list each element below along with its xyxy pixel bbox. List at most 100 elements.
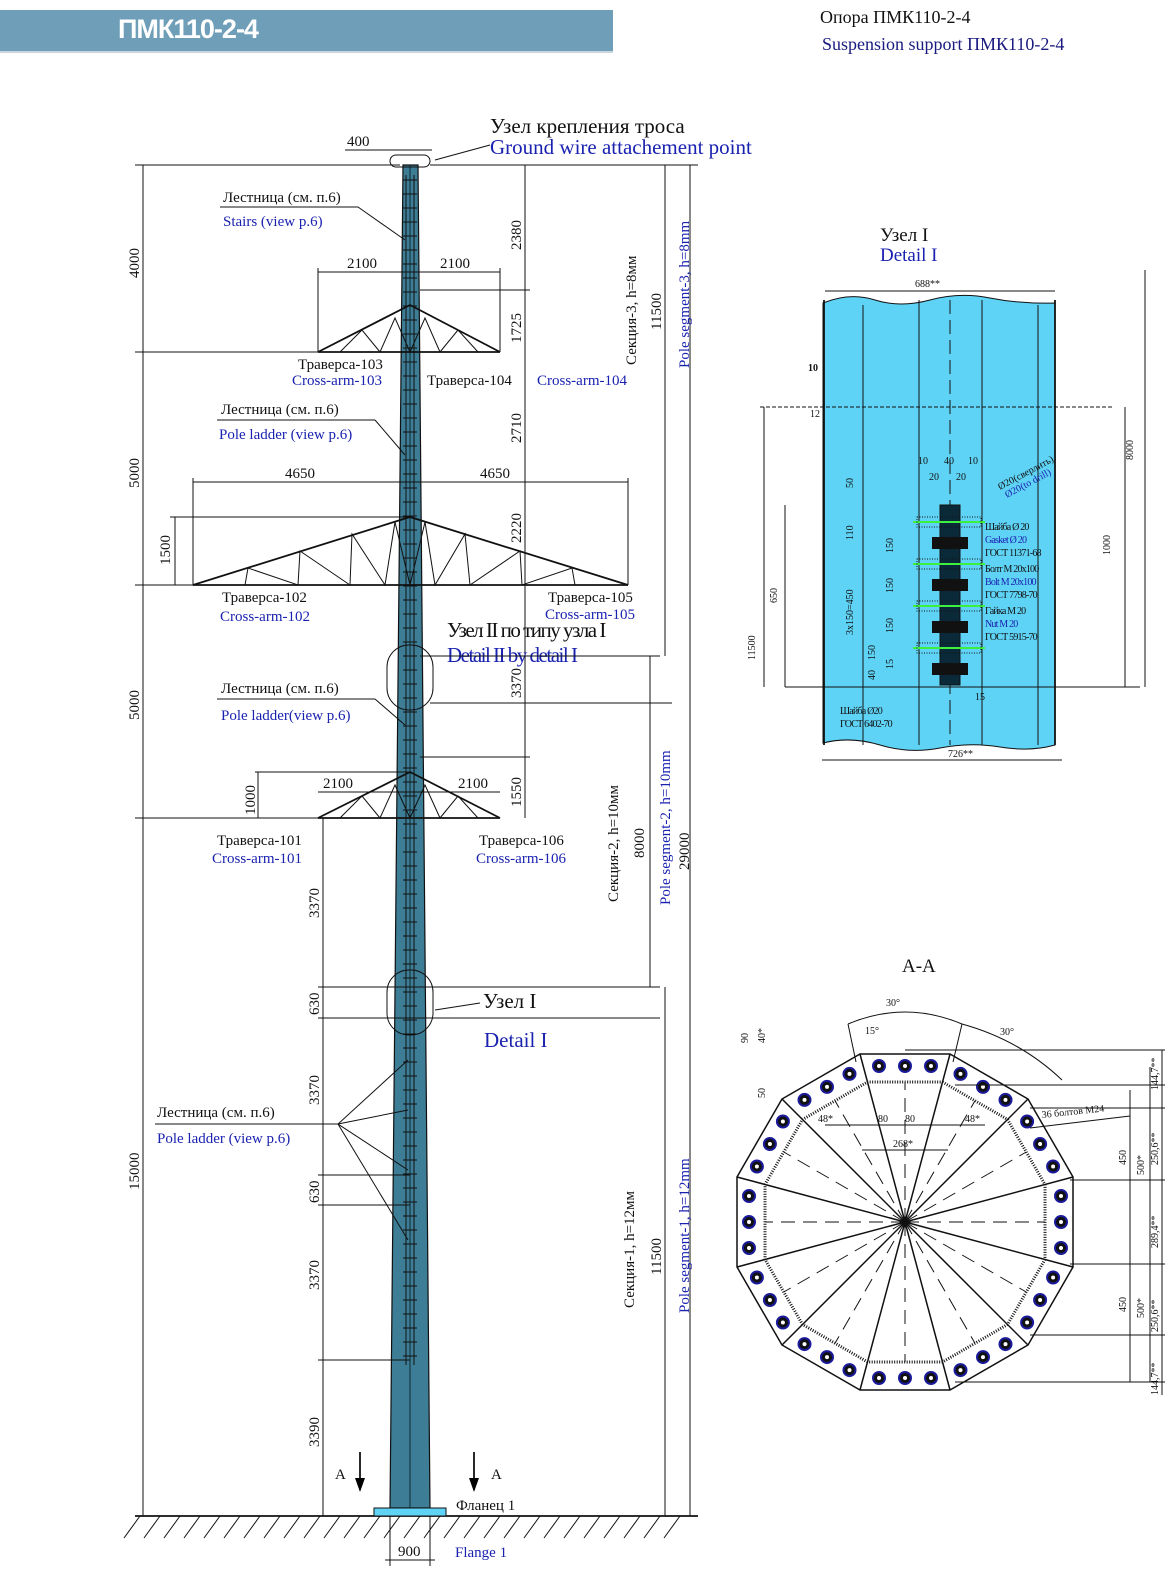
ladder-label-4-en: Pole ladder (view p.6): [157, 1131, 290, 1147]
bolt-hole: [1059, 1246, 1063, 1250]
nut-label-ru: Гайка М 20: [985, 606, 1026, 617]
ground-wire-clamp: [389, 154, 431, 168]
detail-dim-150d: 150: [867, 645, 878, 660]
detail-dim-650: 650: [769, 588, 780, 603]
section-1-length: 11500: [649, 1238, 665, 1275]
segment-joint: [904, 1221, 1074, 1268]
detail-title-en: Detail I: [880, 245, 938, 266]
dim-250-top: 250,6**: [1150, 1133, 1161, 1166]
bolt-head: [932, 579, 968, 591]
dim-lower-1: 630: [307, 993, 323, 1016]
bolt-hole: [767, 1298, 772, 1302]
dim-arm-top-left: 2100: [347, 256, 377, 272]
detail-pitch: 3x150=450: [845, 589, 856, 635]
detail-dim-50: 50: [845, 478, 856, 488]
base-width: 900: [398, 1544, 421, 1560]
hatch-mark: [643, 1515, 661, 1539]
bolt-hole: [929, 1376, 933, 1380]
gasket-label-en: Gasket Ø 20: [985, 535, 1027, 546]
ladder-label-2-ru: Лестница (см. п.6): [221, 402, 339, 418]
center-line: [904, 1221, 976, 1344]
model-badge-label: ПМК110-2-4: [118, 14, 259, 44]
hatch-mark: [163, 1515, 181, 1539]
bolt-hole: [1051, 1164, 1056, 1169]
model-badge: ПМК110-2-4: [0, 10, 613, 53]
center-line: [834, 1221, 906, 1344]
dim-arm-low-height: 1000: [243, 785, 259, 815]
ladder-label-4-ru: Лестница (см. п.6): [157, 1105, 275, 1121]
bolt-hole: [780, 1320, 785, 1325]
detail-dim-10: 10: [808, 363, 818, 374]
bolt-hole: [1025, 1119, 1030, 1124]
dim-arm-low-left: 2100: [323, 776, 353, 792]
cross-arm-102-ru: Траверса-102: [222, 590, 307, 606]
section-a-a-view: A-A 30° 30° 15° 90 40* 50 48* 80 80 48* …: [736, 956, 1165, 1395]
hatch-mark: [303, 1515, 321, 1539]
gasket-label-ru: Шайба Ø 20: [985, 522, 1029, 533]
segment-joint: [859, 1221, 906, 1391]
center-line: [834, 1100, 906, 1223]
section-3-length: 11500: [649, 293, 665, 330]
hatch-mark: [503, 1515, 521, 1539]
hatch-mark: [263, 1515, 281, 1539]
segment-joint: [904, 1221, 951, 1391]
bolt-head: [932, 663, 968, 675]
center-line: [904, 1221, 1027, 1293]
hatch-mark: [603, 1515, 621, 1539]
center-line: [783, 1151, 906, 1223]
bolt-hole: [825, 1355, 829, 1360]
bolt-hole: [929, 1064, 933, 1068]
bolt-hole: [1059, 1220, 1063, 1224]
dim-arm-mid-height: 1500: [158, 535, 174, 565]
cross-arm-103-en: Cross-arm-103: [292, 373, 382, 389]
bolt-hole: [802, 1342, 807, 1347]
hatch-mark: [583, 1515, 601, 1539]
segment-joint: [781, 1221, 906, 1346]
detail-dim-40b: 40: [867, 670, 878, 680]
nut-label-en: Nut M 20: [985, 619, 1018, 630]
bolt-hole: [1038, 1298, 1043, 1302]
bolt-hole: [877, 1064, 881, 1068]
leader-line: [434, 144, 491, 161]
bolt-label-ru: Болт М 20х100: [985, 564, 1039, 575]
section-2-label-en: Pole segment-2, h=10mm: [658, 750, 674, 905]
hatch-mark: [343, 1515, 361, 1539]
dim-center-2: 2710: [509, 413, 525, 443]
dim-center-1: 1725: [509, 313, 525, 343]
detail-title-ru: Узел I: [880, 225, 928, 246]
detail-dim-40: 40: [944, 456, 954, 467]
washer-standard: ГОСТ 6402-70: [840, 719, 893, 730]
hatch-mark: [243, 1515, 261, 1539]
nut-teeth: [916, 600, 982, 612]
bolt-hole: [958, 1368, 963, 1373]
flange-label-ru: Фланец 1: [456, 1498, 515, 1514]
ground-hatch: [123, 1515, 681, 1539]
hatch-mark: [383, 1515, 401, 1539]
bolt-hole: [1059, 1194, 1063, 1198]
detail-dim-11500: 11500: [747, 635, 758, 660]
hatch-mark: [563, 1515, 581, 1539]
hatch-mark: [443, 1515, 461, 1539]
segment-joint: [859, 1053, 906, 1223]
center-line: [904, 1151, 1027, 1223]
hatch-mark: [663, 1515, 681, 1539]
hatch-mark: [123, 1515, 141, 1539]
section-dims-right: [905, 1049, 1165, 1395]
dim-left-1: 5000: [127, 458, 143, 488]
bolt-hole: [981, 1355, 985, 1360]
hatch-mark: [523, 1515, 541, 1539]
dim-500-bottom: 500*: [1136, 1298, 1147, 1318]
bolt-hole: [767, 1142, 772, 1146]
detail-1-label-ru: Узел I: [483, 989, 536, 1013]
cross-arm-101-en: Cross-arm-101: [212, 851, 302, 867]
bolt-hole: [1038, 1142, 1043, 1146]
dim-center-4: 3370: [509, 668, 525, 698]
bolt-hole: [1051, 1275, 1056, 1280]
segment-joint: [904, 1176, 1074, 1223]
dim-top-width: 400: [347, 134, 370, 150]
ground-wire-label-en: Ground wire attachement point: [490, 135, 752, 159]
cross-arm-101-ru: Траверса-101: [217, 833, 302, 849]
dim-48-left: 48*: [818, 1114, 833, 1125]
nut-teeth: [916, 558, 982, 570]
